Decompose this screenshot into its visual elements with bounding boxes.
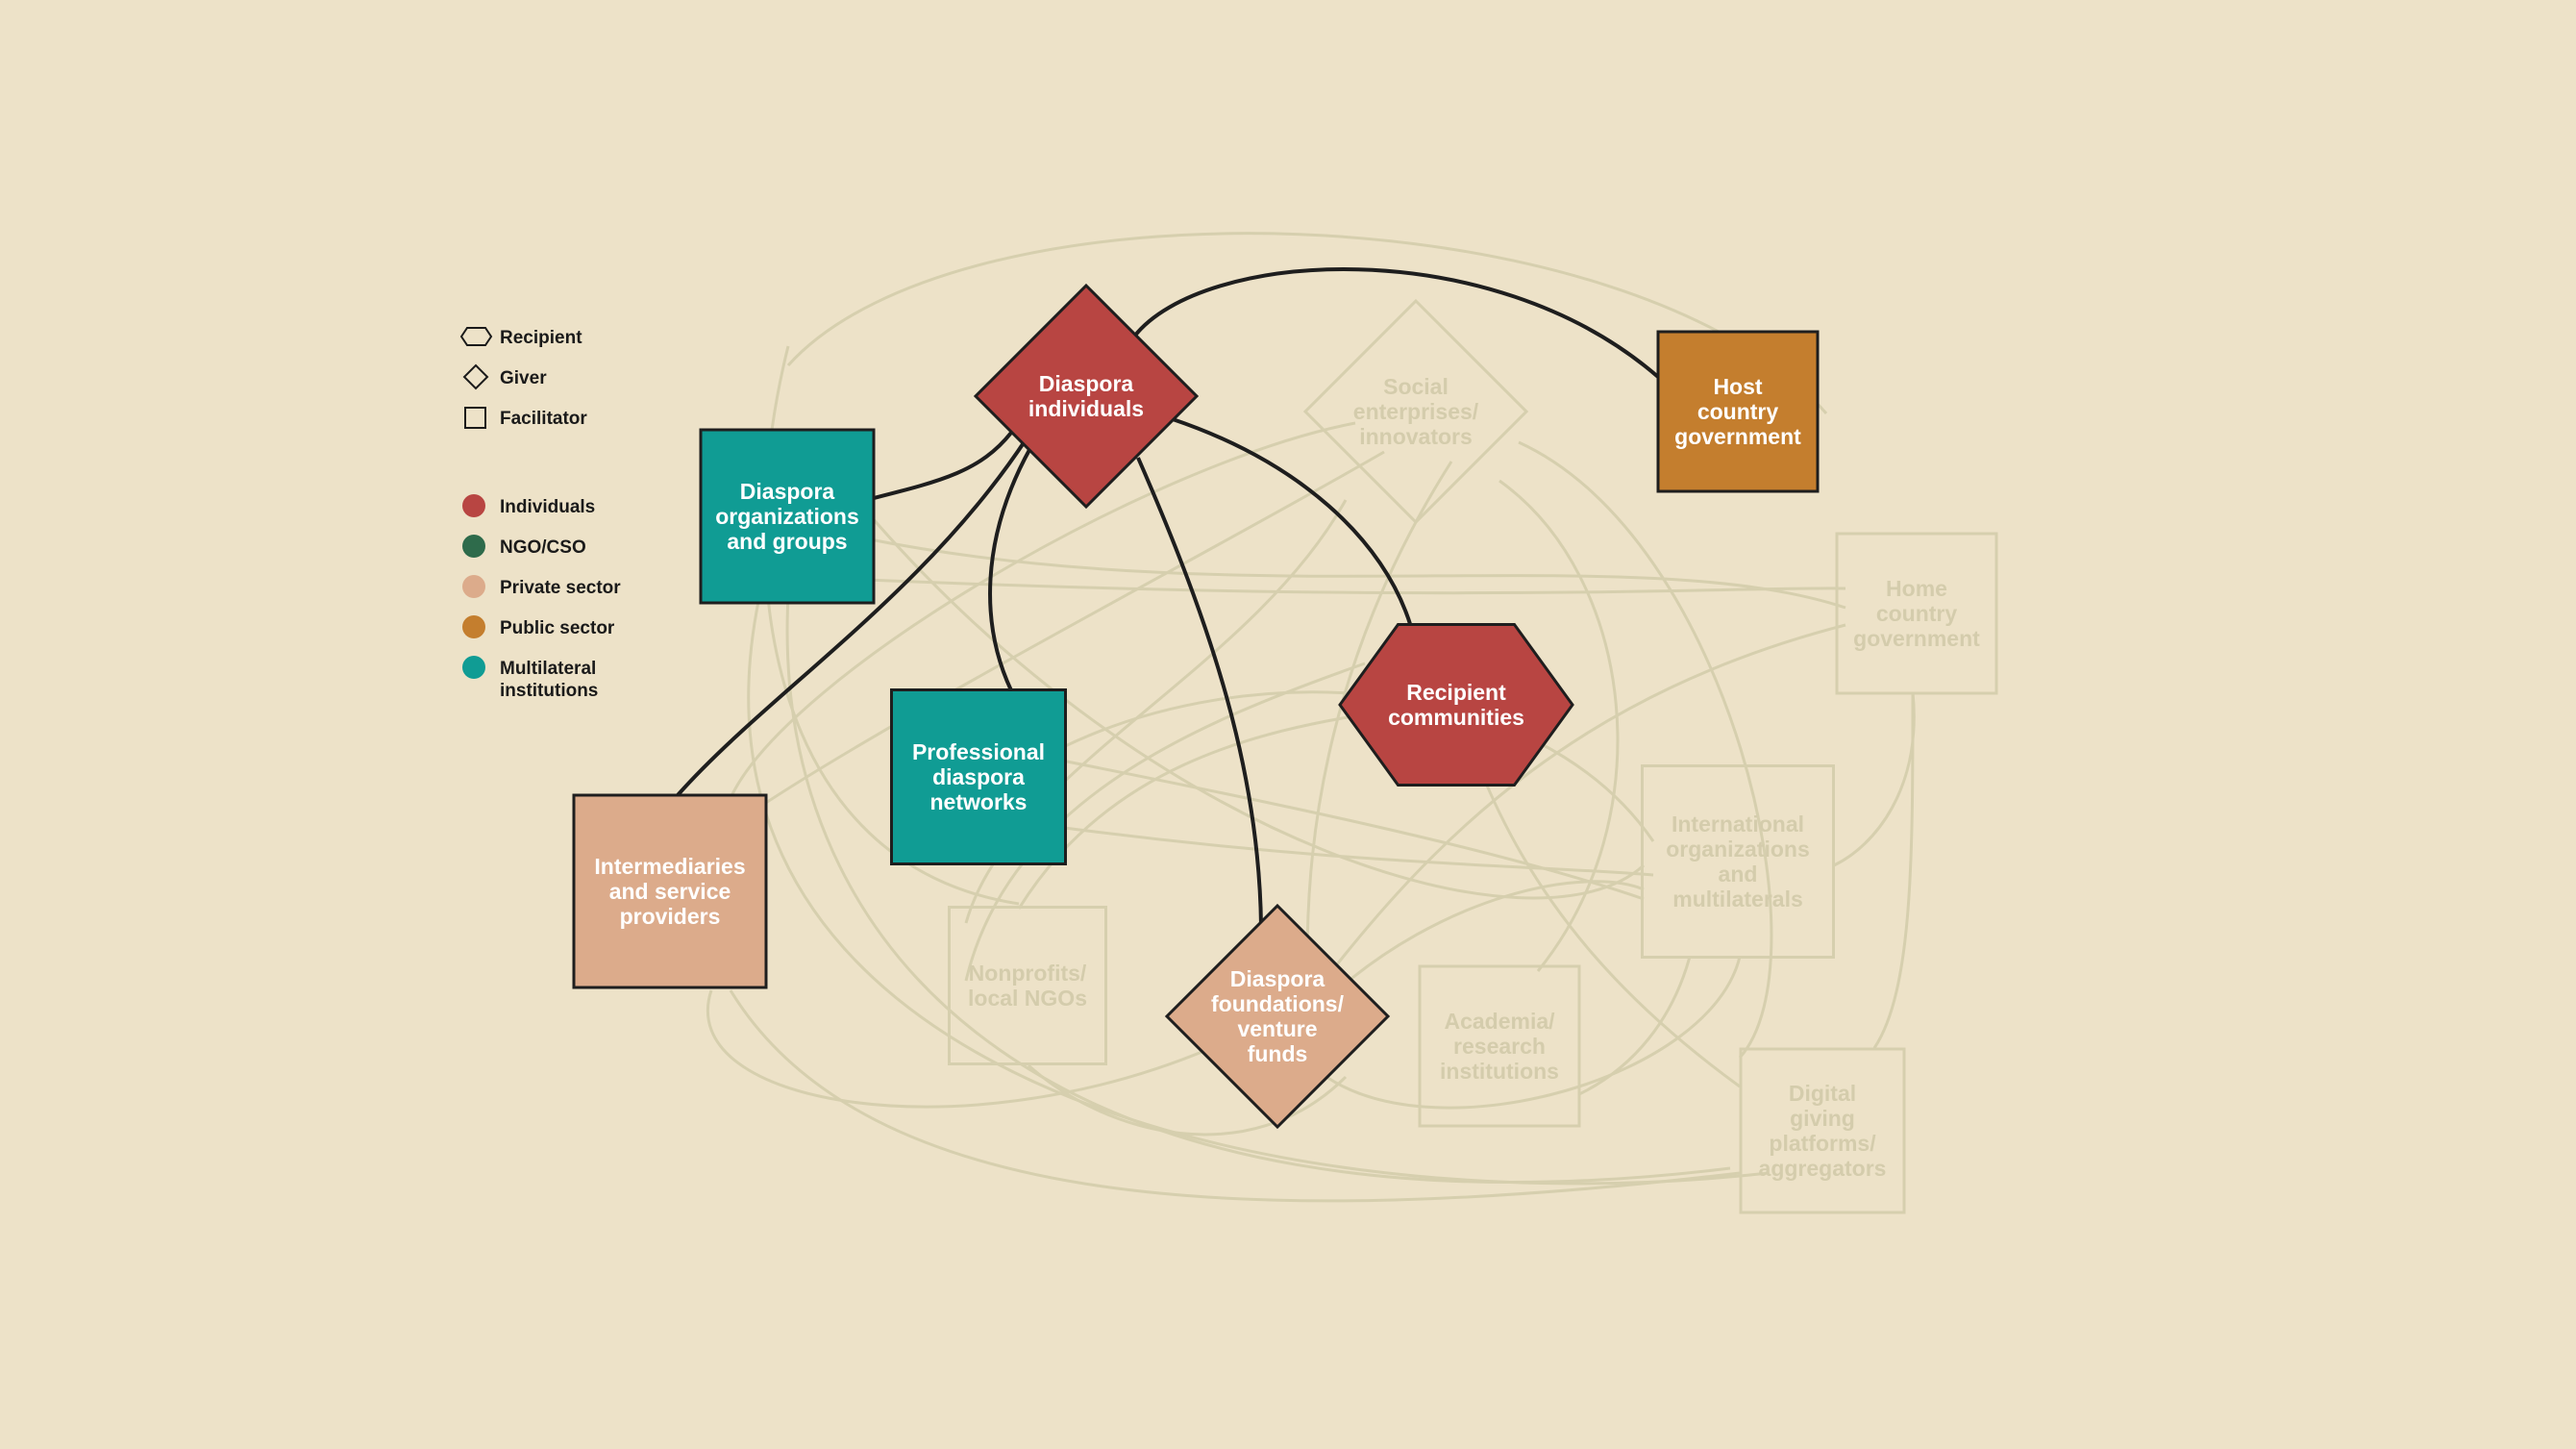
inactive-link-22: [1027, 1063, 1348, 1137]
square-icon: [464, 407, 486, 429]
legend-shape-diamond: Giver: [462, 363, 547, 390]
legend-shape-square: Facilitator: [464, 407, 587, 429]
active-link-diaspora-individuals-to-intermediaries: [676, 437, 1028, 797]
inactive-link-26: [1872, 692, 1915, 1049]
node-nonprofits[interactable]: Nonprofits/local NGOs: [948, 906, 1107, 1065]
square-shape: [572, 793, 768, 989]
legend-sector-public: Public sector: [462, 615, 615, 638]
diamond-shape: [1302, 298, 1529, 525]
diamond-shape: [1164, 903, 1391, 1130]
active-link-diaspora-individuals-to-recipient-communities: [1172, 417, 1413, 628]
inactive-link-6: [964, 662, 1366, 982]
legend-sector-ngo: NGO/CSO: [462, 535, 586, 558]
square-shape: [1656, 330, 1820, 493]
legend-shape-label: Giver: [500, 368, 547, 388]
diamond-shape: [973, 283, 1200, 510]
inactive-link-15: [1499, 479, 1620, 972]
legend-color-dot: [462, 656, 485, 679]
inactive-link-24: [730, 450, 1385, 829]
node-label-nonprofits: Nonprofits/local NGOs: [968, 961, 1087, 1011]
inactive-link-20: [1578, 956, 1692, 1096]
legend-sector-label: Public sector: [500, 618, 615, 638]
legend-sector-label: Private sector: [500, 578, 621, 598]
square-shape: [699, 428, 876, 605]
inactive-link-2: [864, 537, 1846, 610]
hexagon-shape: [1338, 623, 1574, 787]
inactive-link-9: [1056, 825, 1654, 877]
legend-shape-label: Recipient: [500, 328, 582, 348]
diamond-icon: [462, 363, 489, 390]
active-link-diaspora-individuals-to-host-country-government: [1132, 267, 1660, 379]
legend-color-dot: [462, 615, 485, 638]
inactive-link-13: [706, 989, 1212, 1109]
legend: RecipientGiverFacilitatorIndividualsNGO/…: [459, 327, 621, 701]
inactive-link-14: [729, 989, 1741, 1203]
inactive-link-4: [785, 595, 1731, 1184]
hexagon-icon: [459, 327, 493, 346]
square-shape: [890, 688, 1067, 865]
square-shape: [948, 906, 1107, 1065]
legend-shape-label: Facilitator: [500, 409, 587, 429]
square-shape: [1739, 1047, 1906, 1214]
inactive-link-1: [797, 575, 1846, 595]
inactive-link-5: [747, 451, 1770, 1186]
inactive-link-10: [1056, 758, 1645, 901]
legend-color-dot: [462, 494, 485, 517]
inactive-link-19: [1833, 691, 1916, 867]
inactive-link-17: [1518, 440, 1773, 1060]
inactive-link-12: [1325, 880, 1645, 1002]
inactive-link-18: [1478, 768, 1741, 1088]
active-link-diaspora-individuals-to-diaspora-organizations: [873, 431, 1013, 500]
legend-color-dot: [462, 535, 485, 558]
legend-color-dot: [462, 575, 485, 598]
legend-sector-label: NGO/CSO: [500, 537, 586, 558]
legend-sector-private: Private sector: [462, 575, 621, 598]
inactive-link-21: [1325, 956, 1742, 1110]
legend-shape-hexagon: Recipient: [459, 327, 582, 348]
active-link-diaspora-individuals-to-diaspora-foundations: [1136, 457, 1263, 927]
inactive-link-16: [1305, 461, 1453, 962]
active-links: [676, 267, 1660, 927]
active-link-diaspora-individuals-to-professional-networks: [988, 447, 1032, 691]
square-shape: [1641, 764, 1835, 959]
square-shape: [1835, 532, 1998, 695]
legend-sector-individuals: Individuals: [462, 494, 595, 517]
inactive-links: [706, 232, 1916, 1203]
legend-sector-label: Individuals: [500, 497, 595, 517]
square-shape: [1418, 964, 1581, 1128]
inactive-link-0: [786, 232, 1828, 414]
inactive-link-11: [1315, 623, 1846, 991]
